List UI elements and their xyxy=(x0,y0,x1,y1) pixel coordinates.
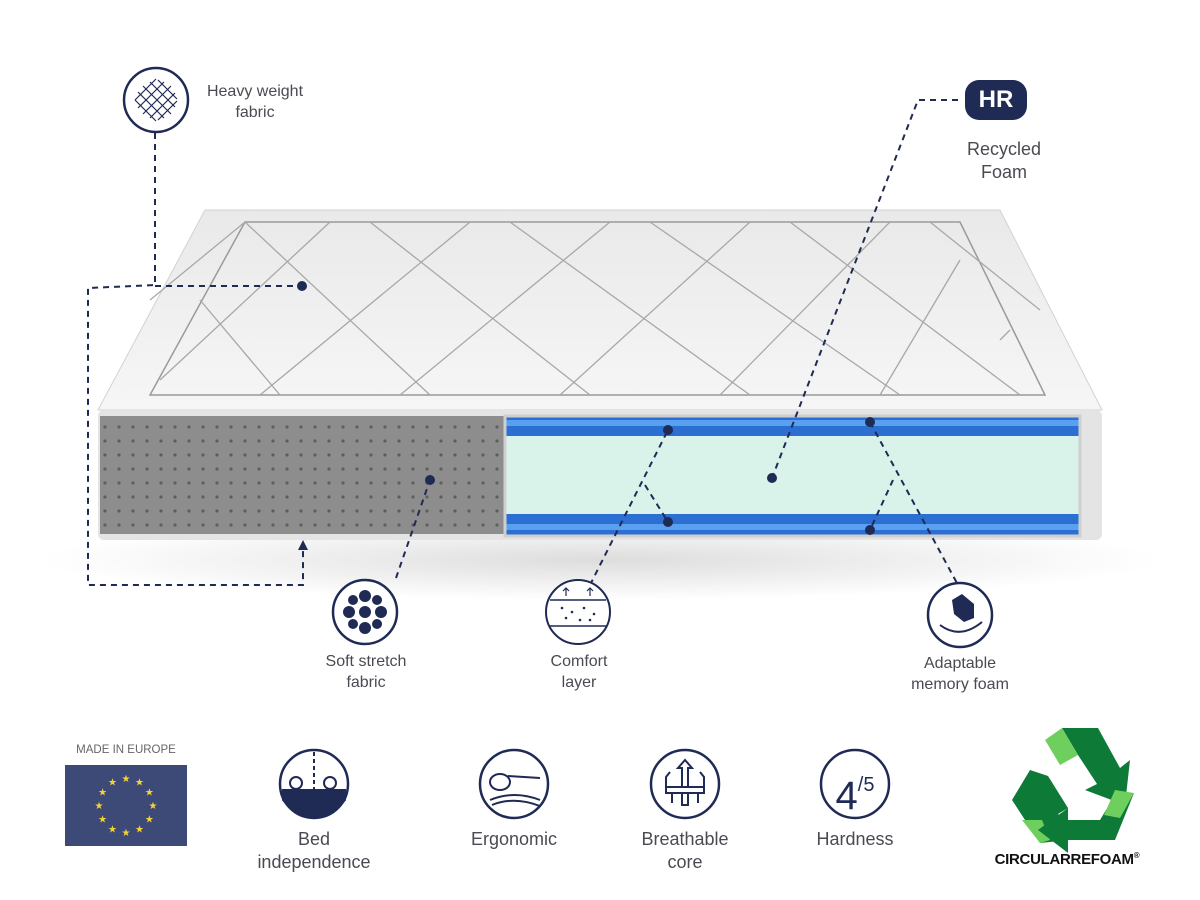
eu-star-icon: ★ xyxy=(145,815,154,826)
eu-star-icon: ★ xyxy=(98,815,107,826)
bed-independence-label: Bed independence xyxy=(244,828,384,874)
label-line: Heavy weight xyxy=(206,83,304,100)
foam-cutaway xyxy=(503,414,1082,538)
hardness-label: Hardness xyxy=(785,828,925,851)
hr-badge: HR xyxy=(965,80,1027,120)
eu-star-icon: ★ xyxy=(145,788,154,799)
label-line: Adaptable xyxy=(923,655,997,672)
bed-independence-icon xyxy=(278,748,350,820)
hardness-max: /5 xyxy=(857,774,875,796)
recycled-foam-label: Recycled Foam xyxy=(944,138,1064,184)
ergonomic-icon xyxy=(478,748,550,820)
made-in-europe-label: MADE IN EUROPE xyxy=(76,744,176,756)
hardness-value: 4/5 xyxy=(820,755,890,826)
breathable-core-icon xyxy=(649,748,721,820)
comfort-layer-icon xyxy=(545,579,611,645)
eu-star-icon: ★ xyxy=(149,801,158,812)
label-line: layer xyxy=(561,674,597,691)
memory-foam-label: Adaptable memory foam xyxy=(890,653,1030,695)
eu-star-icon: ★ xyxy=(122,828,131,839)
eu-star-icon: ★ xyxy=(108,824,117,835)
label-line: core xyxy=(667,852,703,872)
callout-dots xyxy=(297,281,875,550)
circularrefoam-logo xyxy=(1012,728,1134,853)
brand-text: CIRCULARREFOAM xyxy=(994,851,1134,868)
label-line: Recycled xyxy=(966,139,1042,159)
hardness-icon xyxy=(819,748,891,820)
label-line: fabric xyxy=(346,674,386,691)
stretch-fabric-icon xyxy=(331,578,399,646)
hand-press-icon xyxy=(926,581,994,649)
eu-star-icon: ★ xyxy=(122,774,131,785)
heavy-fabric-label: Heavy weight fabric xyxy=(195,81,315,123)
eu-flag: ★★★★★★★★★★★★ xyxy=(65,765,187,846)
fabric-weave-icon xyxy=(122,66,190,134)
eu-star-icon: ★ xyxy=(98,788,107,799)
comfort-layer-label: Comfort layer xyxy=(519,651,639,693)
breathable-core-label: Breathable core xyxy=(615,828,755,874)
label-line: fabric xyxy=(235,104,275,121)
hardness-score: 4 xyxy=(835,774,858,818)
eu-star-icon: ★ xyxy=(95,801,104,812)
soft-stretch-label: Soft stretch fabric xyxy=(306,651,426,693)
eu-star-icon: ★ xyxy=(135,824,144,835)
eu-star-icon: ★ xyxy=(135,778,144,789)
label-line: Comfort xyxy=(550,653,608,670)
ergonomic-label: Ergonomic xyxy=(444,828,584,851)
registered-mark: ® xyxy=(1133,851,1140,860)
callout-lines xyxy=(87,99,959,586)
eu-star-icon: ★ xyxy=(108,778,117,789)
label-line: Foam xyxy=(980,162,1027,182)
label-line: Breathable xyxy=(641,829,729,849)
label-line: memory foam xyxy=(911,676,1009,693)
label-line: independence xyxy=(257,852,371,872)
label-line: Ergonomic xyxy=(470,829,558,849)
label-line: Soft stretch xyxy=(325,653,407,670)
brand-name: CIRCULARREFOAM® xyxy=(962,851,1172,868)
mattress xyxy=(97,209,1103,540)
label-line: Hardness xyxy=(816,829,894,849)
label-line: Bed xyxy=(297,829,331,849)
